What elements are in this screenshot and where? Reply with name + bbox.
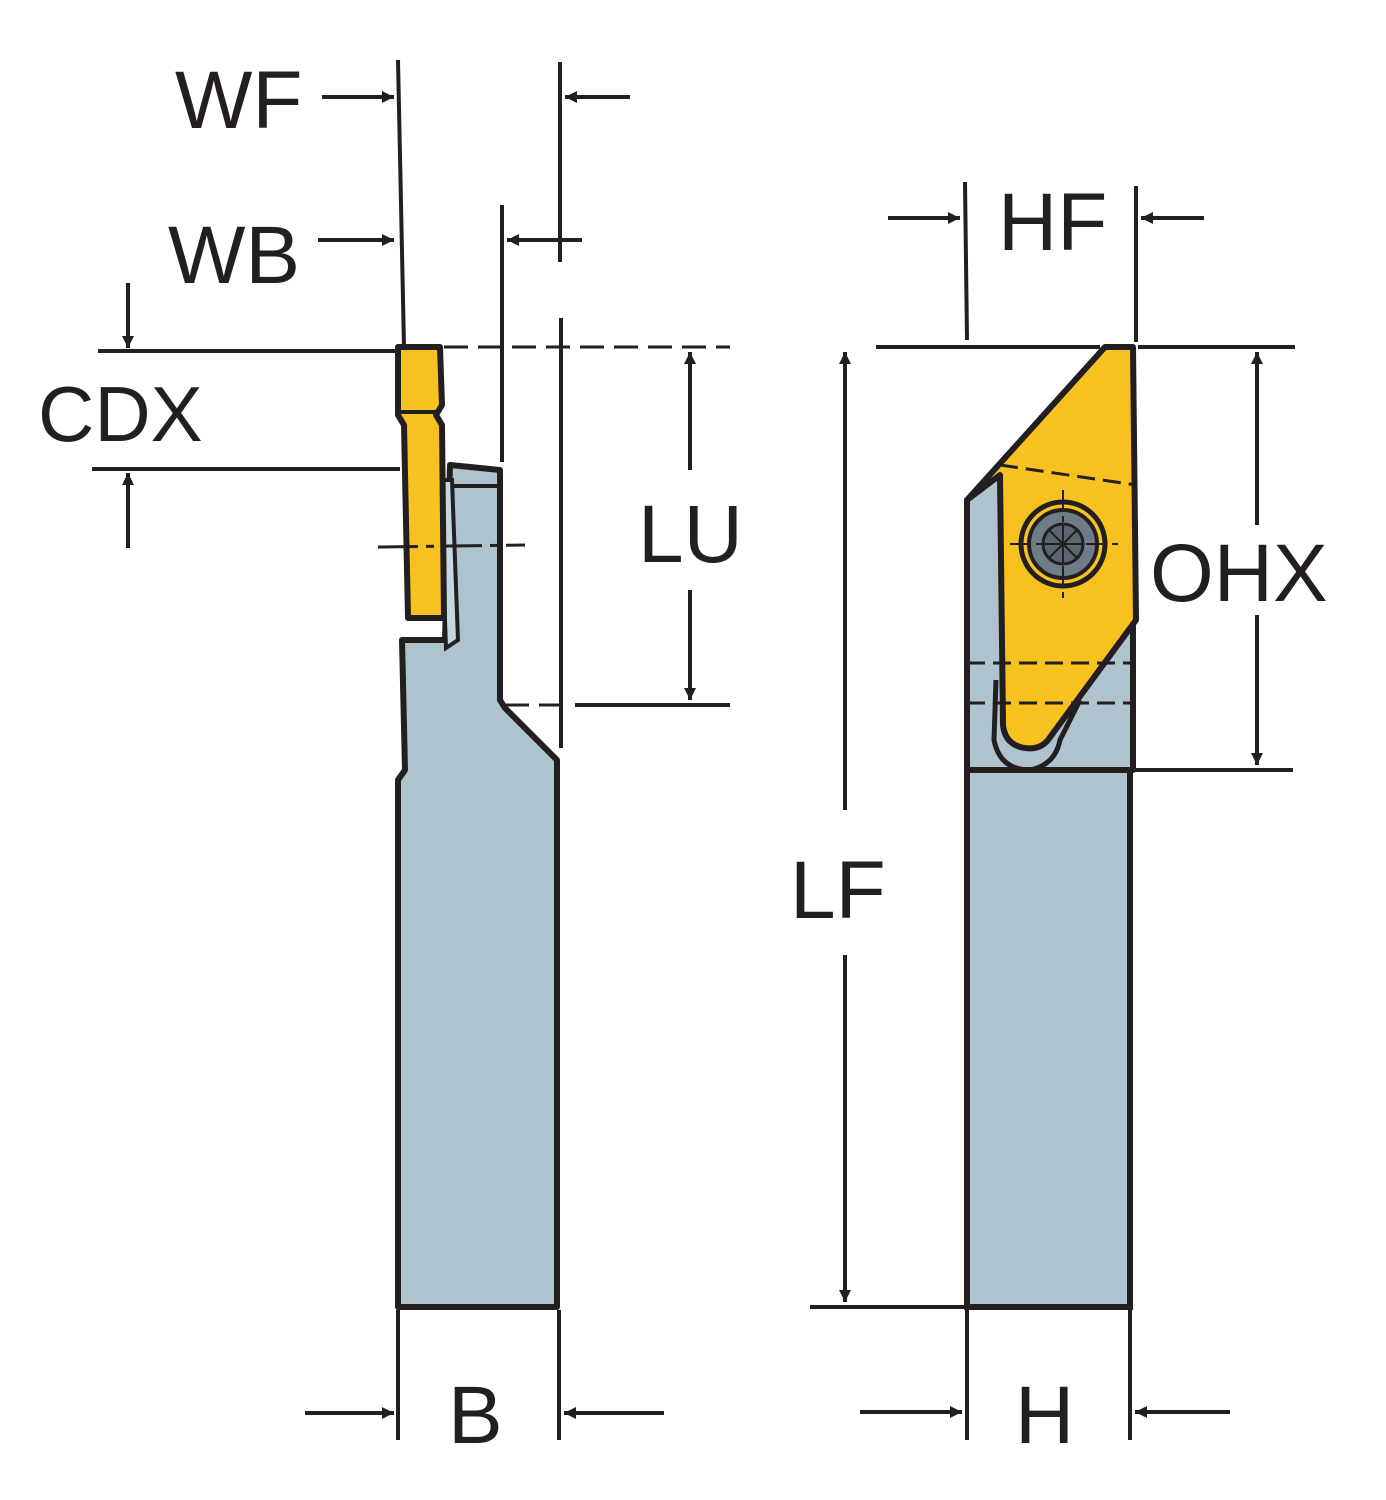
label-wb: WB	[168, 210, 300, 301]
label-lu: LU	[638, 489, 743, 580]
label-lf: LF	[790, 845, 886, 936]
insert-front	[395, 344, 447, 621]
label-h: H	[1015, 1370, 1074, 1461]
side-view	[964, 344, 1139, 1310]
label-b: B	[448, 1370, 503, 1461]
front-view-dimensions	[92, 59, 730, 1440]
holder-body-side	[964, 767, 1133, 1310]
label-hf: HF	[998, 177, 1107, 268]
side-view-dimensions	[810, 181, 1295, 1440]
label-wf: WF	[175, 55, 302, 146]
label-cdx: CDX	[38, 370, 203, 458]
label-ohx: OHX	[1150, 528, 1328, 619]
front-view	[377, 344, 560, 1310]
